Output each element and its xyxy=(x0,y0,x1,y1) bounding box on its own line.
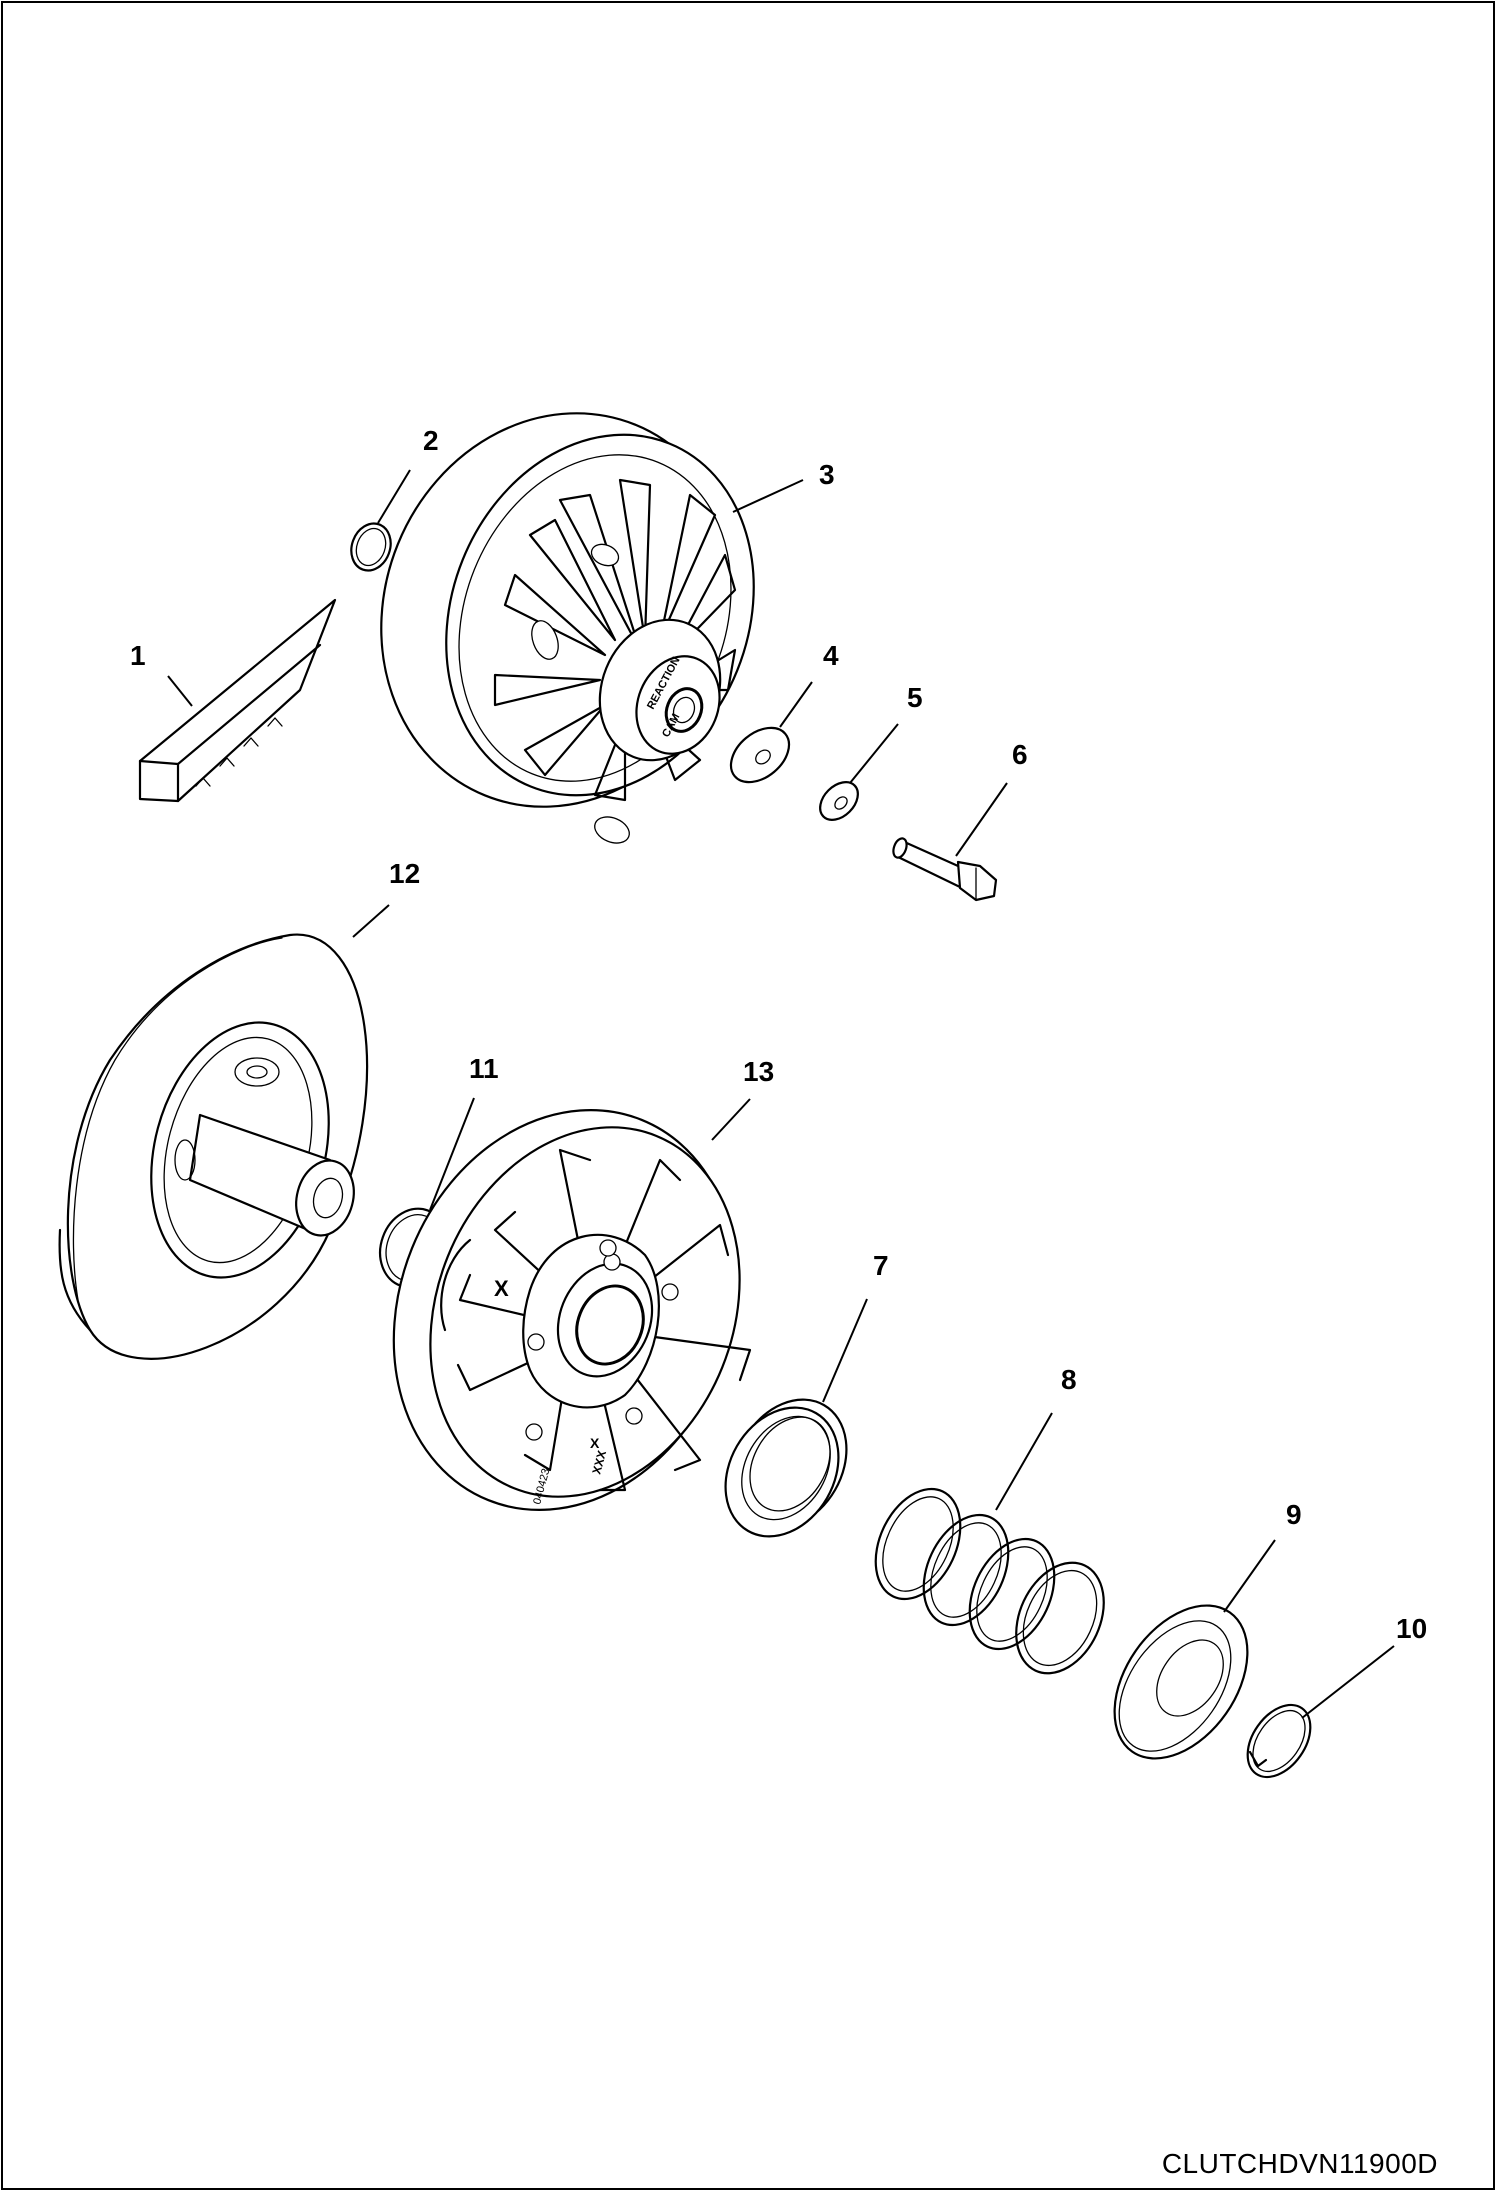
part-7-bushing-ring xyxy=(724,1398,848,1538)
part-2-o-ring xyxy=(350,522,392,572)
callout-6: 6 xyxy=(1012,739,1028,770)
part-10-retaining-ring xyxy=(1246,1703,1312,1779)
callout-10: 10 xyxy=(1396,1613,1427,1644)
callout-12: 12 xyxy=(389,858,420,889)
sheave-mark-xxx: XXX xyxy=(589,1449,609,1476)
callout-11: 11 xyxy=(469,1053,499,1084)
drawing-reference-code: CLUTCHDVN11900D xyxy=(1161,2148,1438,2179)
part-5-lock-washer xyxy=(819,781,859,821)
callout-13: 13 xyxy=(743,1056,774,1087)
part-4-washer xyxy=(729,726,791,784)
part-1-drive-belt xyxy=(138,598,337,803)
callout-9: 9 xyxy=(1286,1499,1302,1530)
part-6-bolt xyxy=(892,837,998,902)
callout-7: 7 xyxy=(873,1250,889,1281)
callout-4: 4 xyxy=(823,640,839,671)
callout-labels: 1 2 3 4 5 6 7 8 9 10 11 12 13 xyxy=(130,425,1427,1644)
part-12-stationary-sheave xyxy=(58,933,369,1360)
callout-3: 3 xyxy=(819,459,835,490)
part-3-driven-clutch-cam: REACTION CAM xyxy=(380,412,755,844)
part-9-spring-seat xyxy=(1113,1604,1249,1760)
callout-1: 1 xyxy=(130,640,146,671)
sheave-mark-x1: X xyxy=(494,1276,509,1301)
callout-5: 5 xyxy=(907,682,923,713)
callout-8: 8 xyxy=(1061,1364,1077,1395)
part-13-movable-sheave: X X XXX 040423 xyxy=(392,1109,752,1511)
sheave-mark-x2: X xyxy=(590,1435,600,1451)
part-8-spring xyxy=(874,1487,1105,1675)
callout-2: 2 xyxy=(423,425,439,456)
leader-lines xyxy=(167,469,1395,1719)
